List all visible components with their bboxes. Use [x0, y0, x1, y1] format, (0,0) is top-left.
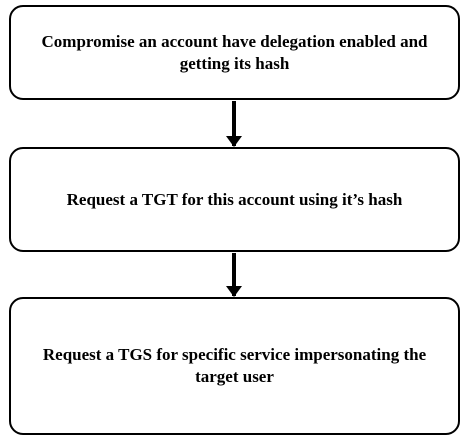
- step-box-request-tgt: Request a TGT for this account using it’…: [9, 147, 460, 252]
- step-box-compromise-account: Compromise an account have delegation en…: [9, 5, 460, 100]
- down-arrow-icon: [226, 101, 242, 147]
- step-1-label: Compromise an account have delegation en…: [41, 31, 428, 73]
- down-arrow-icon: [226, 253, 242, 297]
- step-box-request-tgs: Request a TGS for specific service imper…: [9, 297, 460, 435]
- step-2-label: Request a TGT for this account using it’…: [66, 189, 403, 209]
- step-3-label: Request a TGS for specific service imper…: [42, 345, 427, 386]
